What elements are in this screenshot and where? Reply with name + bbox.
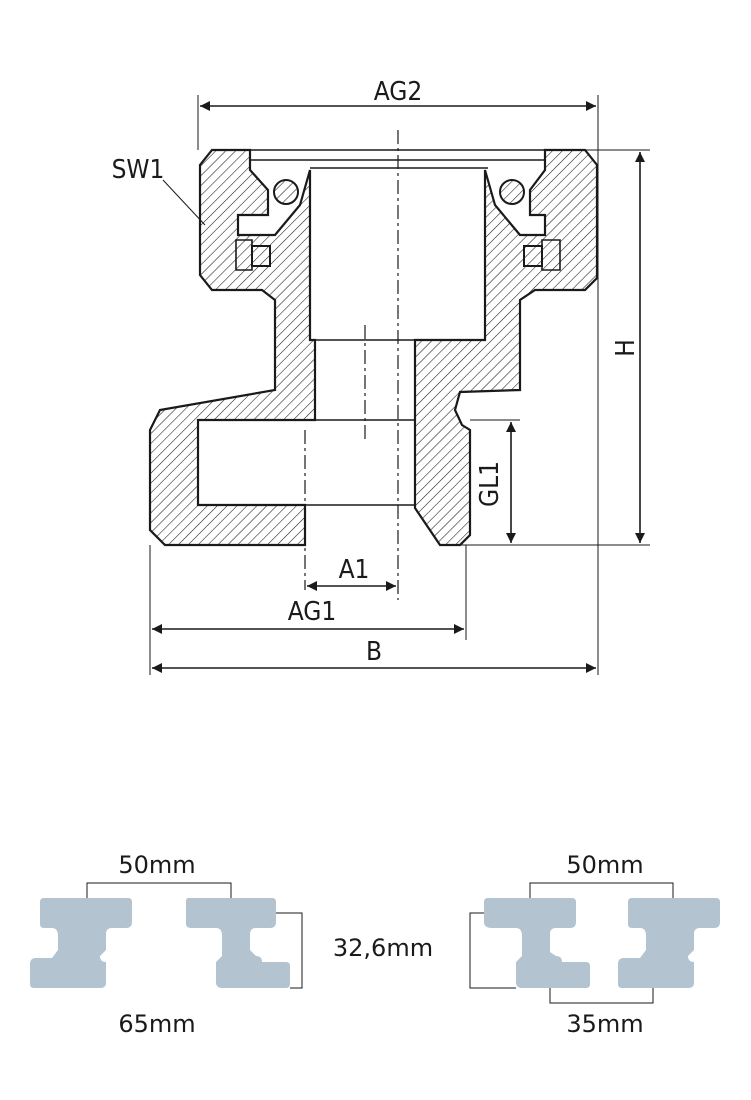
seal-block-right-icon: [523, 245, 543, 267]
label-h: H: [611, 339, 641, 357]
profile-shape-icon: [618, 898, 720, 988]
profile-pair-left: 50mm 32,6mm 65mm: [30, 851, 433, 1038]
fitting-body-right: [413, 148, 599, 547]
seal-block-left-icon: [251, 245, 271, 267]
profile-left-bottom-width: 65mm: [118, 1010, 195, 1038]
profile-shape-icon: [30, 898, 132, 988]
profile-right-top-width: 50mm: [566, 851, 643, 879]
label-ag2: AG2: [374, 77, 423, 107]
profile-left-top-width: 50mm: [118, 851, 195, 879]
dimension-labels: AG2 SW1 H GL1 A1 AG1 B: [112, 77, 641, 667]
label-gl1: GL1: [475, 461, 505, 507]
label-ag1: AG1: [288, 597, 337, 627]
profile-shape-icon: [484, 898, 590, 988]
label-b: B: [366, 637, 382, 667]
profile-shape-icon: [186, 898, 290, 988]
profile-pair-right: 50mm 35mm: [469, 851, 720, 1038]
o-ring-left-icon: [273, 179, 299, 205]
profile-left-height: 32,6mm: [333, 934, 433, 962]
dimension-lines: [149, 95, 650, 675]
fitting-body-left: [148, 148, 317, 547]
label-sw1: SW1: [112, 155, 165, 185]
fitting-section: [148, 130, 599, 600]
o-ring-right-icon: [499, 179, 525, 205]
label-a1: A1: [339, 555, 370, 585]
profile-right-bottom-width: 35mm: [566, 1010, 643, 1038]
